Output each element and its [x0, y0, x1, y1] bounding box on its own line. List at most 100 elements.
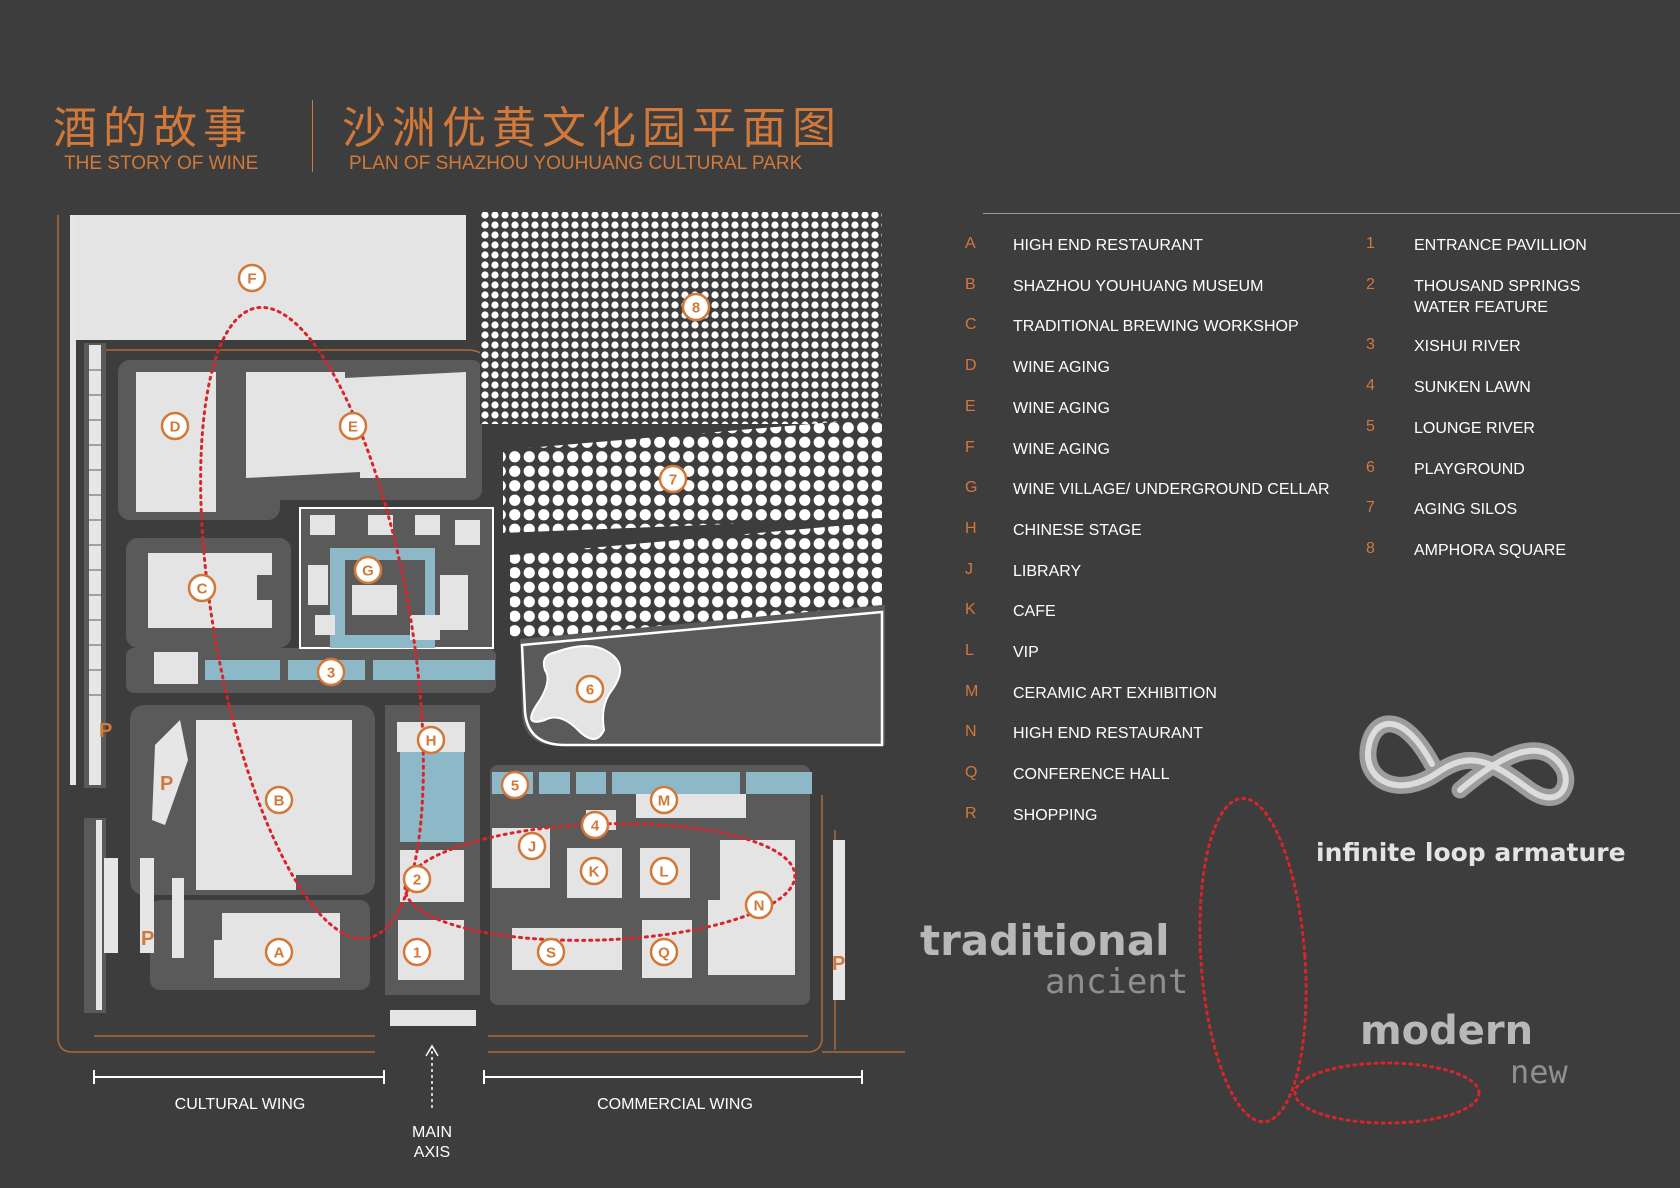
- map-marker-s: S: [536, 937, 566, 967]
- legend-name: HIGH END RESTAURANT: [1013, 725, 1203, 743]
- legend-name: PLAYGROUND: [1414, 460, 1525, 478]
- marker-label: S: [546, 945, 556, 962]
- legend-key: 3: [1366, 336, 1375, 354]
- traditional-label: traditional: [920, 916, 1170, 965]
- marker-label: N: [754, 898, 765, 915]
- legend-key: K: [965, 601, 976, 619]
- map-marker-a: A: [264, 937, 294, 967]
- playground-6-field: [520, 610, 884, 747]
- marker-label: K: [589, 864, 600, 881]
- marker-circle: [416, 725, 446, 755]
- marker-circle: [579, 856, 609, 886]
- marker-label: 5: [511, 778, 519, 795]
- legend-key: G: [965, 479, 978, 497]
- marker-circle: [649, 785, 679, 815]
- legend-item-2: 2 THOUSAND SPRINGS WATER FEATURE: [1366, 276, 1580, 318]
- marker-circle: [517, 831, 547, 861]
- building-d: [136, 372, 216, 512]
- map-marker-7: 7: [658, 464, 688, 494]
- marker-circle: [353, 555, 383, 585]
- legend-name: AMPHORA SQUARE: [1414, 541, 1567, 559]
- marker-label: H: [426, 733, 437, 750]
- building-f: [76, 215, 466, 340]
- legend-key: 4: [1366, 377, 1375, 395]
- modern-label: modern: [1360, 1008, 1534, 1054]
- map-marker-n: N: [744, 890, 774, 920]
- legend-key: F: [965, 438, 975, 456]
- marker-label: D: [170, 419, 181, 436]
- legend-key: E: [965, 397, 976, 415]
- parking-label-4: P: [832, 953, 846, 975]
- map-marker-q: Q: [649, 937, 679, 967]
- infinite-loop-path: [199, 305, 1481, 1125]
- legend-name: HIGH END RESTAURANT: [1013, 237, 1203, 254]
- legend-name: WINE AGING: [1013, 440, 1110, 458]
- legend-key: 5: [1366, 417, 1375, 435]
- legend-key: J: [965, 560, 973, 578]
- legend-key: 8: [1366, 539, 1375, 557]
- marker-label: 7: [669, 472, 677, 489]
- legend-key: C: [965, 316, 977, 334]
- legend-key: M: [965, 682, 979, 700]
- marker-circle: [402, 864, 432, 894]
- parking-label-2: P: [160, 773, 174, 795]
- legend-name: SHAZHOU YOUHUANG MUSEUM: [1013, 277, 1264, 295]
- marker-label: 2: [413, 872, 421, 889]
- map-marker-4: 4: [580, 810, 610, 840]
- parking-stripes: [70, 215, 845, 1010]
- marker-label: F: [247, 271, 256, 288]
- map-marker-d: D: [160, 411, 190, 441]
- marker-label: 4: [591, 818, 600, 835]
- legend-name: CONFERENCE HALL: [1013, 766, 1170, 784]
- legend-key: L: [965, 642, 974, 659]
- site-outline: [57, 215, 905, 1053]
- legend-name: ENTRANCE PAVILLION: [1414, 237, 1587, 254]
- legend-key: 2: [1366, 275, 1375, 293]
- legend-key: D: [965, 357, 977, 375]
- map-marker-f: F: [237, 263, 267, 293]
- legend-name: SHOPPING: [1013, 806, 1098, 824]
- legend-item-f: F WINE AGING: [965, 439, 1110, 460]
- marker-circle: [264, 785, 294, 815]
- marker-label: C: [197, 581, 208, 598]
- marker-label: B: [274, 793, 285, 810]
- marker-label: 3: [327, 665, 335, 682]
- map-marker-g: G: [353, 555, 383, 585]
- building-s: [512, 928, 622, 970]
- map-marker-5: 5: [500, 770, 530, 800]
- legend-name: WINE VILLAGE/ UNDERGROUND CELLAR: [1013, 481, 1330, 499]
- marker-circle: [658, 464, 688, 494]
- legend-name: CHINESE STAGE: [1013, 521, 1142, 539]
- title-en-left: THE STORY OF WINE: [64, 153, 259, 174]
- title-cn-left: 酒的故事: [53, 103, 253, 154]
- aging-silos-7-lower: [510, 522, 882, 640]
- marker-circle: [744, 890, 774, 920]
- map-marker-6: 6: [575, 674, 605, 704]
- legend-name: WINE AGING: [1013, 399, 1110, 417]
- marker-label: J: [528, 839, 536, 856]
- commercial-wing-label: COMMERCIAL WING: [597, 1096, 753, 1113]
- legend-key: 7: [1366, 499, 1375, 517]
- water-dividers: [280, 660, 746, 794]
- legend-name: LIBRARY: [1013, 562, 1082, 580]
- marker-circle: [402, 937, 432, 967]
- ancient-label: ancient: [1045, 962, 1189, 1002]
- legend-key: R: [965, 804, 977, 822]
- marker-label: G: [362, 563, 374, 580]
- marker-circle: [580, 810, 610, 840]
- legend-name: THOUSAND SPRINGS WATER FEATURE: [1414, 277, 1581, 316]
- map-marker-e: E: [338, 411, 368, 441]
- legend-name: CAFE: [1013, 603, 1056, 621]
- amphora-square-8: [480, 212, 882, 424]
